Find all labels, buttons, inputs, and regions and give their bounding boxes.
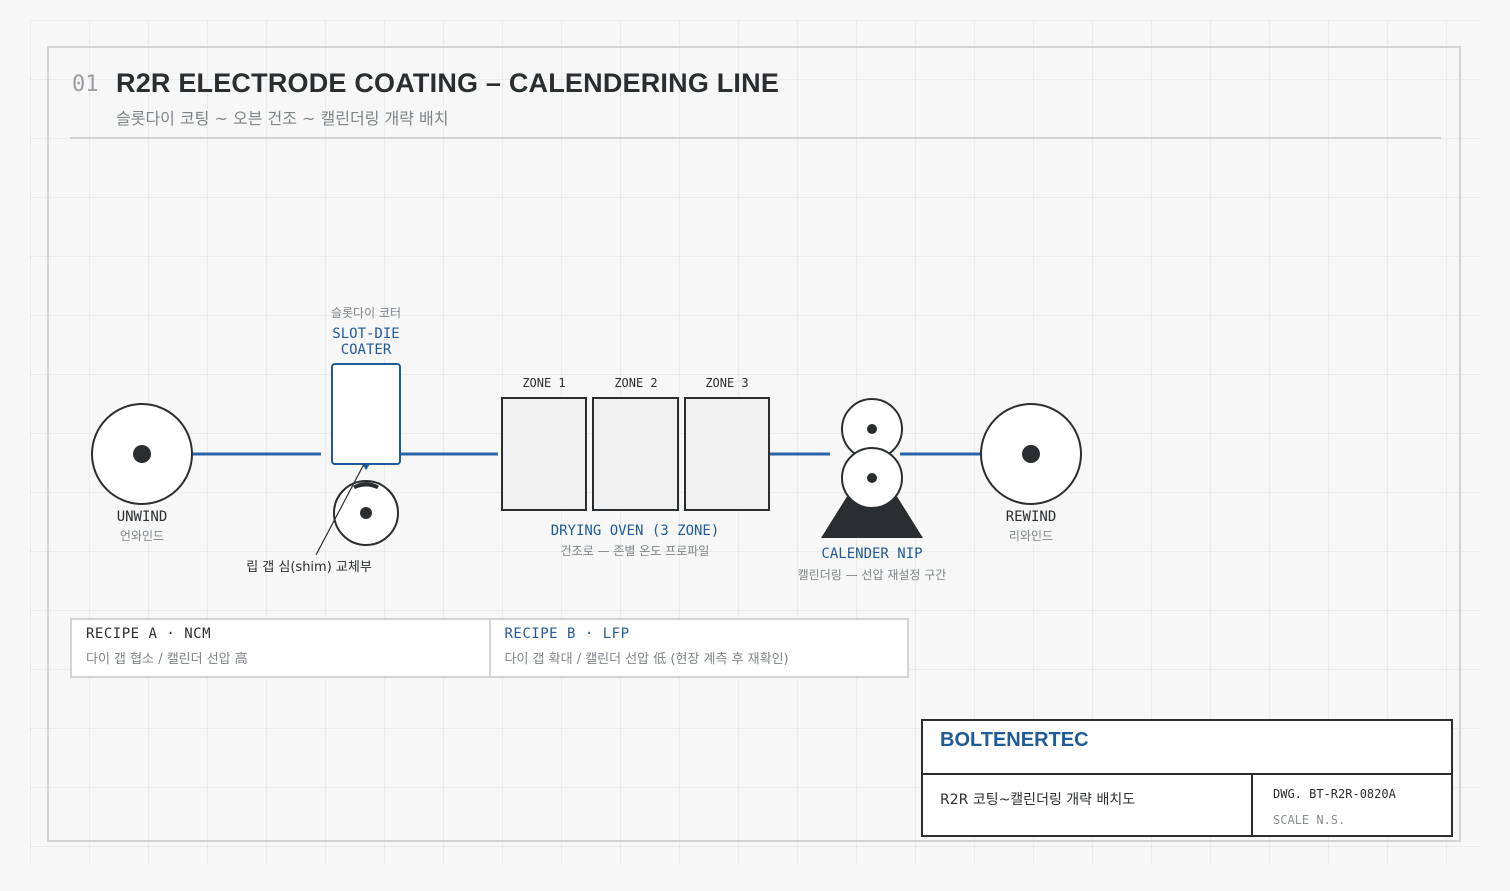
backing-roll	[333, 480, 399, 546]
oven-sublabel: 건조로 — 존별 온도 프로파일	[561, 544, 710, 558]
recipe-table: RECIPE A · NCM 다이 갭 협소 / 캘린더 선압 高 RECIPE…	[70, 618, 909, 678]
calender-stand	[821, 398, 923, 538]
recipe-b-desc: 다이 갭 확대 / 캘린더 선압 低 (현장 계측 후 재확인)	[504, 652, 789, 667]
title-block-divider	[923, 773, 1451, 775]
company-name: BOLTENERTEC	[940, 729, 1089, 751]
drying-oven	[501, 397, 770, 511]
drawing-scale: SCALE N.S.	[1273, 813, 1346, 827]
unwind-sublabel: 언와인드	[120, 529, 164, 543]
page-subtitle: 슬롯다이 코팅 ~ 오븐 건조 ~ 캘린더링 개략 배치	[116, 109, 449, 128]
shim-callout-leader	[315, 463, 365, 556]
calender-base	[821, 490, 923, 538]
calender-roll-upper-hub	[867, 424, 877, 434]
oven-label: DRYING OVEN (3 ZONE)	[551, 523, 720, 539]
unwind-roll	[91, 403, 193, 505]
shim-callout: 립 갭 심(shim) 교체부	[246, 560, 372, 575]
recipe-b-title: RECIPE B · LFP	[504, 626, 630, 642]
rewind-sublabel: 리와인드	[1009, 529, 1053, 543]
page-title: R2R ELECTRODE COATING – CALENDERING LINE	[116, 68, 780, 98]
slot-die-body	[331, 363, 401, 465]
recipe-a-desc: 다이 갭 협소 / 캘린더 선압 高	[86, 652, 248, 667]
rewind-label: REWIND	[1006, 509, 1057, 525]
coater-sublabel: 슬롯다이 코터	[331, 306, 401, 320]
calender-roll-lower-hub	[867, 473, 877, 483]
unwind-hub	[133, 445, 151, 463]
rewind-roll	[980, 403, 1082, 505]
drawing-sheet	[47, 46, 1461, 842]
title-block: BOLTENERTEC R2R 코팅~캘린더링 개략 배치도 DWG. BT-R…	[921, 719, 1453, 837]
calender-sublabel: 캘린더링 — 선압 재설정 구간	[798, 568, 947, 582]
calender-label: CALENDER NIP	[821, 546, 922, 562]
slot-die-lip	[362, 464, 370, 470]
zone-2-label: ZONE 2	[614, 376, 657, 390]
unwind-label: UNWIND	[117, 509, 168, 525]
recipe-b: RECIPE B · LFP 다이 갭 확대 / 캘린더 선압 低 (현장 계측…	[488, 620, 908, 676]
drawing-description: R2R 코팅~캘린더링 개략 배치도	[940, 792, 1136, 808]
coating-bead	[353, 482, 379, 489]
zone-3-label: ZONE 3	[705, 376, 748, 390]
recipe-a: RECIPE A · NCM 다이 갭 협소 / 캘린더 선압 高	[72, 620, 489, 676]
title-block-column-divider	[1251, 773, 1253, 837]
zone-1-label: ZONE 1	[522, 376, 565, 390]
header-divider	[70, 137, 1441, 139]
drawing-number: DWG. BT-R2R-0820A	[1273, 787, 1396, 801]
oven-zone-1	[501, 397, 587, 511]
recipe-a-title: RECIPE A · NCM	[86, 626, 212, 642]
backing-roll-hub	[360, 507, 372, 519]
coater-label-line1: SLOT-DIE	[332, 326, 399, 342]
rewind-hub	[1022, 445, 1040, 463]
oven-zone-3	[684, 397, 770, 511]
oven-zone-2	[592, 397, 679, 511]
drawing-number-index: 01	[72, 72, 99, 97]
coater-label-line2: COATER	[341, 342, 392, 358]
